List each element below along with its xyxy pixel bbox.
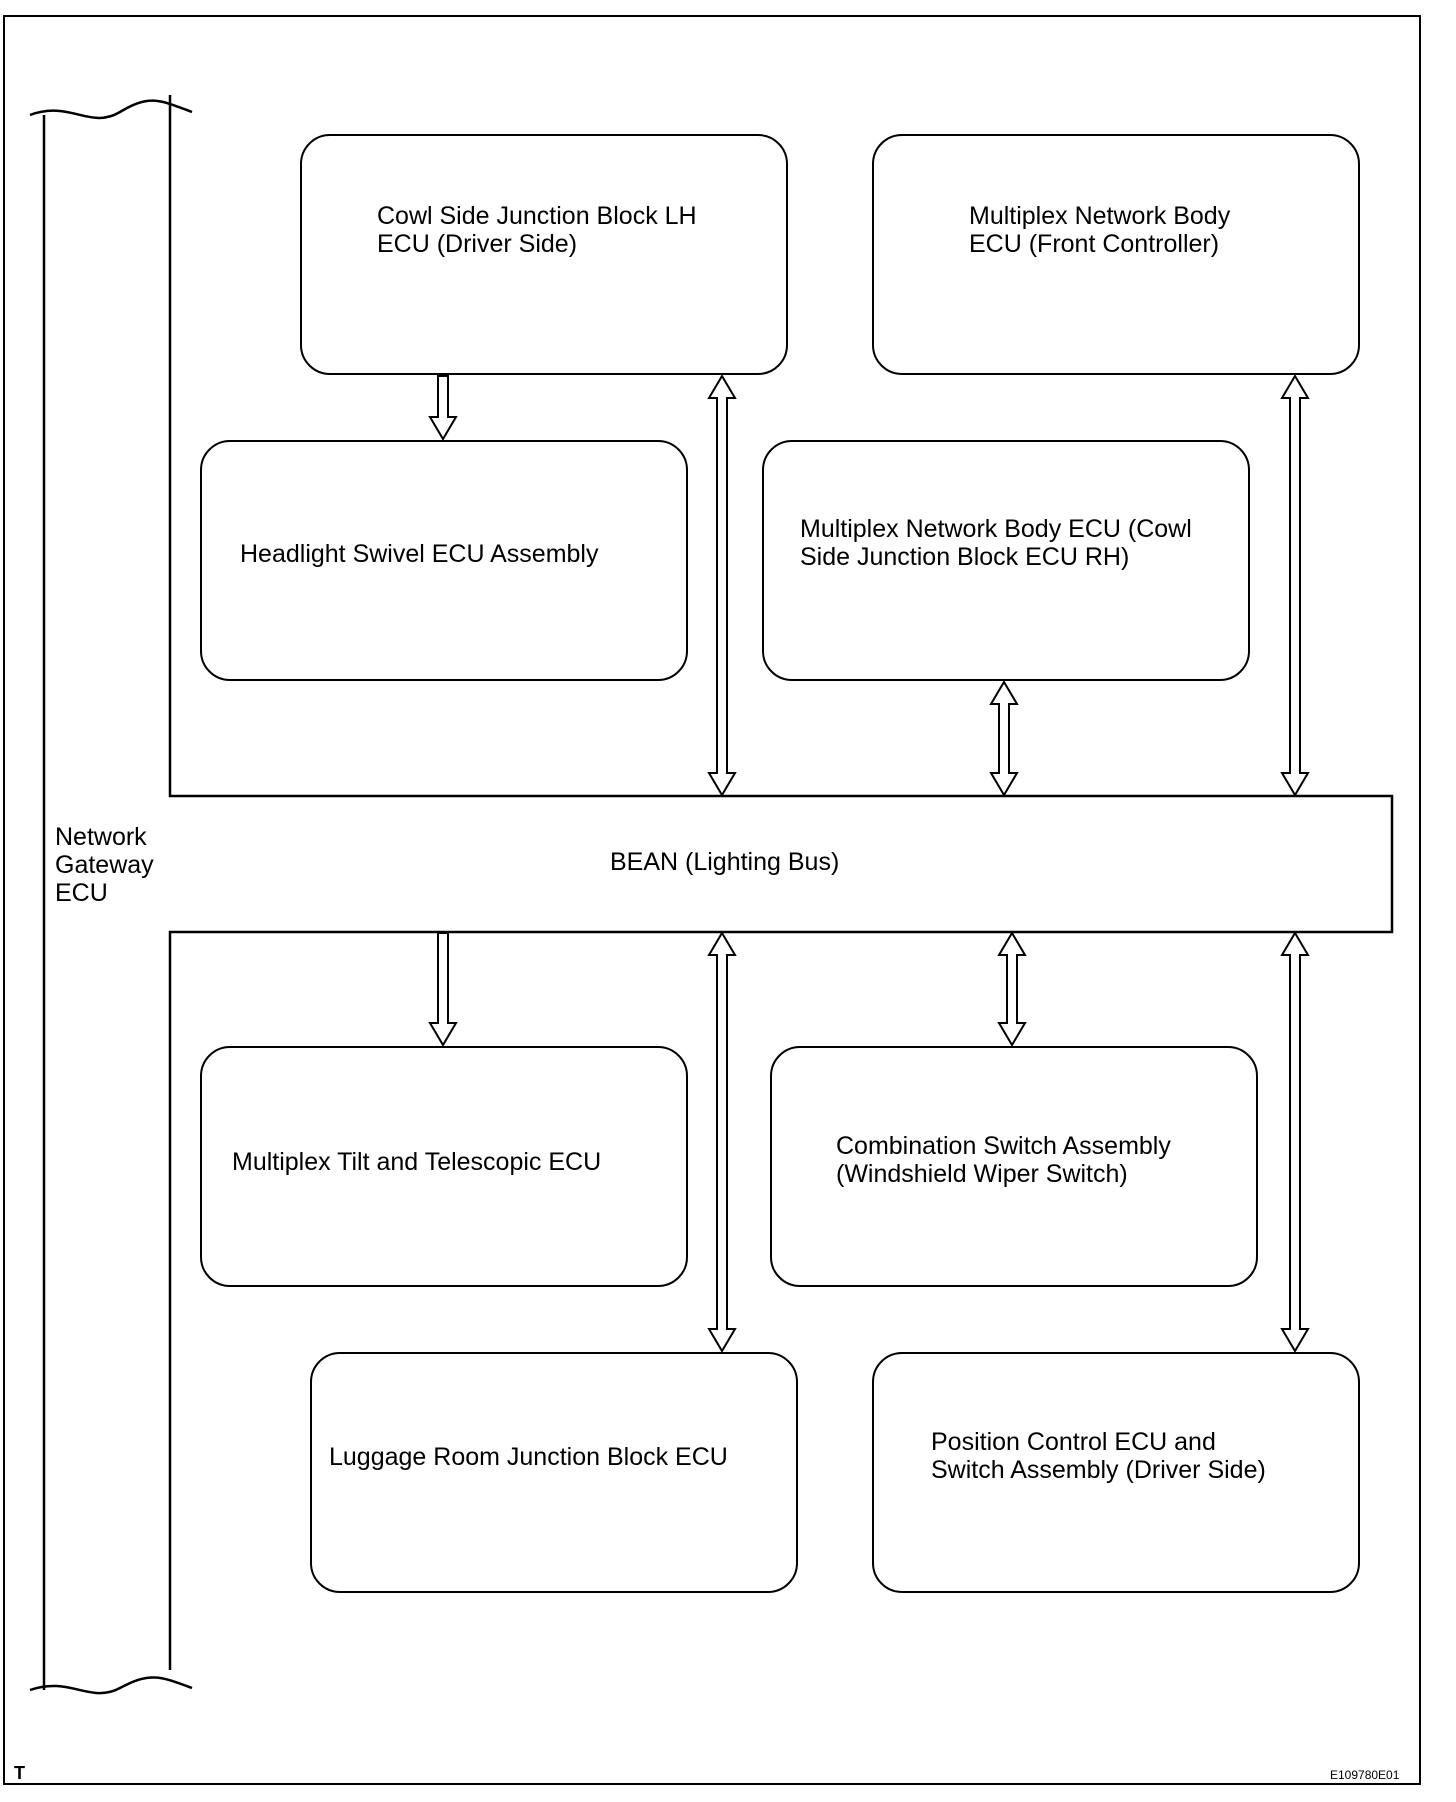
box-label: Combination Switch Assembly (Windshield … (836, 1131, 1171, 1188)
arrow-combo-bus (997, 931, 1027, 1047)
box-label: Multiplex Network Body ECU (Front Contro… (969, 201, 1231, 258)
arrow-bus-to-tilt (428, 932, 458, 1047)
arrow-luggage-bus (707, 931, 737, 1353)
network-gateway-ecu-label: Network Gateway ECU (55, 823, 154, 907)
cowl-side-junction-block-lh-box: Cowl Side Junction Block LH ECU (Driver … (300, 134, 788, 375)
figure-id: E109780E01 (1330, 1768, 1400, 1782)
arrow-cowl-rh-bus (989, 680, 1019, 797)
multiplex-network-body-ecu-front-box: Multiplex Network Body ECU (Front Contro… (872, 134, 1360, 375)
box-label: Multiplex Network Body ECU (Cowl Side Ju… (800, 515, 1192, 571)
box-label: Headlight Swivel ECU Assembly (240, 539, 599, 568)
multiplex-tilt-telescopic-ecu-box: Multiplex Tilt and Telescopic ECU (200, 1046, 688, 1287)
arrow-position-bus (1280, 931, 1310, 1353)
corner-mark: T (14, 1763, 25, 1783)
box-label: Position Control ECU and Switch Assembly… (931, 1427, 1266, 1484)
arrow-cowl-lh-to-headlight (428, 375, 458, 441)
gateway-bus-outline (168, 95, 1394, 1670)
headlight-swivel-ecu-box: Headlight Swivel ECU Assembly (200, 440, 688, 681)
position-control-ecu-box: Position Control ECU and Switch Assembly… (872, 1352, 1360, 1593)
multiplex-network-body-ecu-cowl-rh-box: Multiplex Network Body ECU (Cowl Side Ju… (762, 440, 1250, 681)
gateway-bottom-break (29, 1676, 193, 1695)
arrow-cowl-lh-bus (707, 374, 737, 797)
combination-switch-assembly-box: Combination Switch Assembly (Windshield … (770, 1046, 1258, 1287)
diagram-frame (3, 15, 1421, 1785)
bean-lighting-bus-label: BEAN (Lighting Bus) (610, 848, 840, 876)
gateway-top-break (29, 99, 193, 120)
box-label: Cowl Side Junction Block LH ECU (Driver … (377, 201, 697, 258)
box-label: Luggage Room Junction Block ECU (329, 1442, 728, 1471)
box-label: Multiplex Tilt and Telescopic ECU (232, 1147, 602, 1176)
arrow-front-controller-bus (1280, 374, 1310, 797)
luggage-room-junction-block-ecu-box: Luggage Room Junction Block ECU (310, 1352, 798, 1593)
